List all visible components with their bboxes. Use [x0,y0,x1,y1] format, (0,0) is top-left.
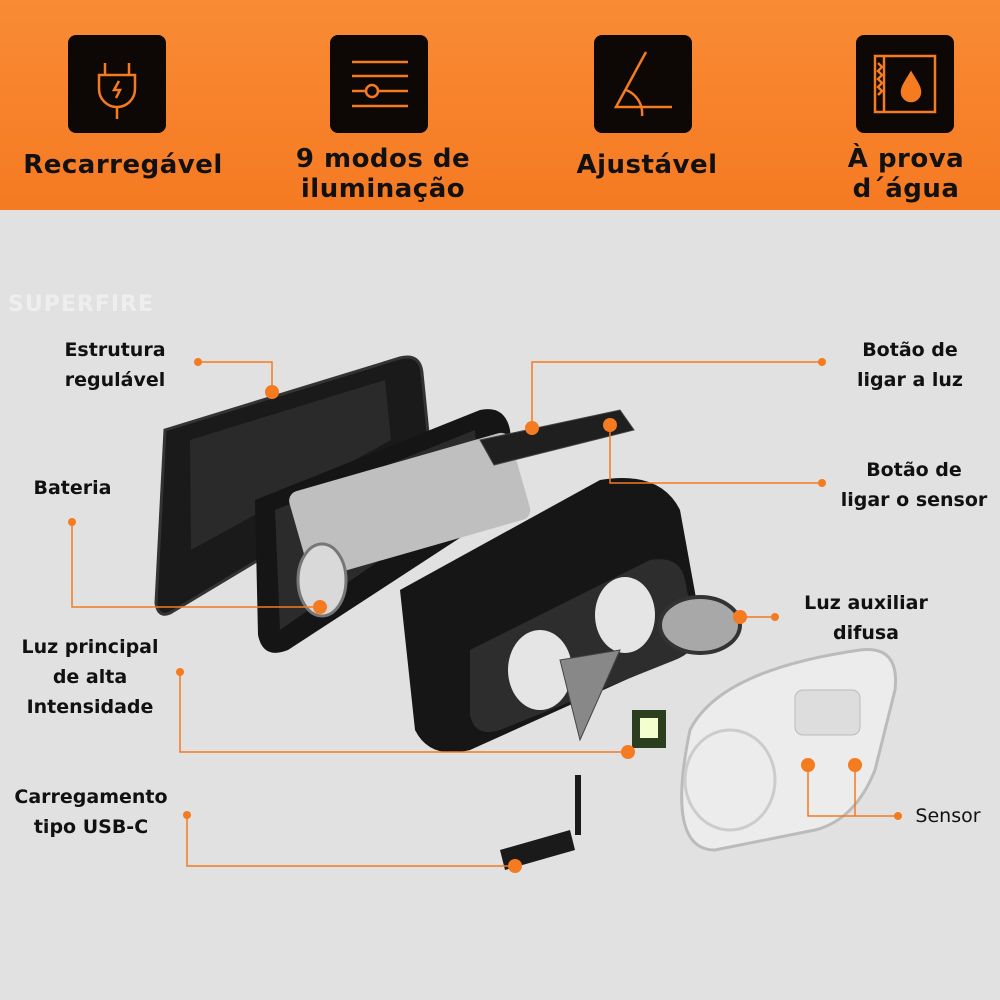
label-light-button: Botão de ligar a luz [840,335,980,395]
label-line: regulável [64,369,166,391]
label-line: Luz auxiliar [804,592,928,614]
usb-plug-stem [575,775,581,835]
label-line: Carregamento [14,786,168,808]
feature-label-rechargeable: Recarregável [3,150,243,180]
label-line: Estrutura [64,339,166,361]
label-line: Botão de [866,459,962,481]
callout-line [71,522,320,608]
label-aux-light: Luz auxiliar difusa [792,588,940,648]
feature-label-line: d´água [852,174,960,204]
aux-reflector [658,595,742,655]
callout-dot [68,518,76,526]
watermark: SUPERFIRE [8,292,154,317]
callout-dot [194,358,202,366]
callout-dot [801,758,815,772]
feature-label-line: Ajustável [576,150,718,180]
label-sensor: Sensor [908,801,988,831]
callout-dot [818,479,826,487]
label-battery: Bateria [20,473,125,503]
label-line: Bateria [33,477,112,499]
label-line: Intensidade [26,696,154,718]
callout-dots [68,358,902,873]
led-chip [640,718,658,738]
button-piece [479,409,635,466]
lens-main-ring [683,728,777,832]
label-line: difusa [832,622,900,644]
label-sensor-button: Botão de ligar o sensor [830,455,998,515]
callout-dot [621,745,635,759]
label-adjustable-structure: Estrutura regulável [40,335,190,395]
label-line: Botão de [862,339,958,361]
label-line: tipo USB-C [33,816,149,838]
callout-dot [508,859,522,873]
callout-dot [771,613,779,621]
callout-dot [603,418,617,432]
usb-plug [500,830,575,870]
label-line: ligar a luz [857,369,963,391]
callout-dot [176,668,184,676]
callout-line [609,425,822,484]
callout-line [198,361,273,392]
callout-dot [848,758,862,772]
battery-end-cap [296,542,348,618]
label-usb-c: Carregamento tipo USB-C [2,782,180,842]
label-line: ligar o sensor [840,489,988,511]
feature-label-adjustable: Ajustável [527,150,767,180]
callout-line [179,672,628,753]
callout-dot [818,358,826,366]
callout-dot [894,812,902,820]
callout-dot [733,610,747,624]
label-line: de alta [52,666,128,688]
callout-dot [265,385,279,399]
callout-dot [313,600,327,614]
callout-line [531,361,822,428]
callout-line [186,815,515,867]
water-drop-icon [856,35,954,133]
feature-label-line: 9 modos de [295,144,471,174]
callout-dot [183,811,191,819]
label-line: Sensor [915,805,981,827]
angle-adjust-icon [594,35,692,133]
battery [289,432,531,579]
feature-label-line: À prova [847,144,965,174]
lens-aux-window [794,689,861,736]
plug-charge-icon [68,35,166,133]
callout-lines [71,361,898,867]
main-light-opening [508,630,572,710]
lens-cover [680,648,898,852]
feature-label-line: Recarregável [23,150,223,180]
slider-modes-icon [330,35,428,133]
feature-label-line: iluminação [300,174,466,204]
aux-light-opening [595,577,655,653]
adjustable-frame-inner [190,380,391,550]
callout-line [807,765,898,817]
label-line: Luz principal [21,636,159,658]
feature-banner [0,0,1000,210]
main-reflector [559,649,621,742]
callout-dot [525,421,539,435]
